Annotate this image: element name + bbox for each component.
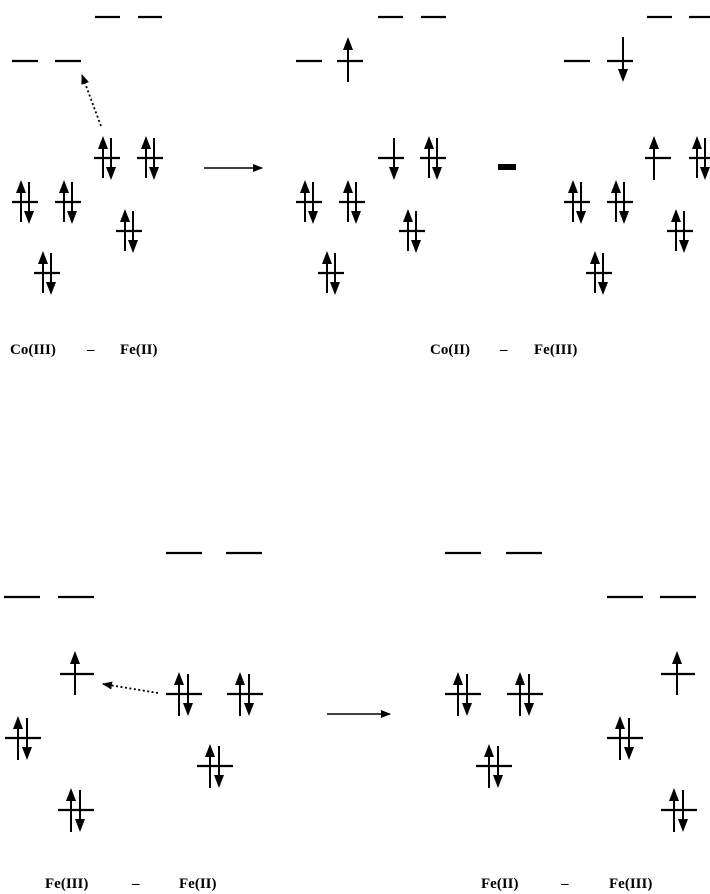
electron-transfer-dotted-arrow	[102, 681, 159, 694]
co3-fe2-reactant	[12, 15, 163, 295]
paired-electron-pair	[564, 180, 590, 224]
paired-electron-pair	[34, 251, 60, 295]
paired-electron-pair	[197, 744, 233, 788]
paired-electron-pair	[445, 672, 481, 716]
paired-electron-pair	[116, 209, 142, 253]
paired-electron-pair	[296, 180, 322, 224]
paired-electron-pair	[227, 672, 263, 716]
single-down-electron	[378, 138, 404, 180]
separator-dash	[498, 164, 516, 170]
label-product-right: Fe(III)	[534, 342, 577, 358]
paired-electron-pair	[5, 716, 41, 760]
paired-electron-pair	[399, 209, 425, 253]
paired-electron-pair	[420, 136, 446, 180]
bottom-diagram: Fe(III) – Fe(II) Fe(II) – Fe(III)	[4, 551, 697, 892]
paired-electron-pair	[476, 744, 512, 788]
electron-transfer-dotted-arrow	[81, 74, 102, 127]
label-reactant-sep: –	[86, 342, 95, 358]
paired-electron-pair	[507, 672, 543, 716]
label-reactant-left: Co(III)	[10, 342, 56, 358]
paired-electron-pair	[94, 136, 120, 180]
single-up-electron	[337, 37, 363, 82]
single-up-electron	[661, 651, 695, 695]
label-product-left: Co(II)	[430, 342, 470, 358]
paired-electron-pair	[586, 251, 612, 295]
single-down-electron	[607, 37, 633, 82]
paired-electron-pair	[661, 788, 697, 832]
label-reactant-sep: –	[131, 876, 140, 892]
paired-electron-pair	[607, 716, 643, 760]
paired-electron-pair	[667, 209, 693, 253]
top-diagram: Co(III) – Fe(II) Co(II) – Fe(III)	[10, 15, 710, 358]
paired-electron-pair	[607, 180, 633, 224]
paired-electron-pair	[58, 788, 94, 832]
co-eg-alt	[564, 37, 633, 82]
paired-electron-pair	[55, 180, 81, 224]
paired-electron-pair	[689, 136, 710, 180]
label-product-left: Fe(II)	[481, 876, 519, 892]
paired-electron-pair	[137, 136, 163, 180]
single-up-electron	[60, 651, 94, 695]
label-reactant-right: Fe(II)	[179, 876, 217, 892]
single-up-electron	[645, 136, 671, 180]
paired-electron-pair	[339, 180, 365, 224]
label-product-sep: –	[499, 342, 508, 358]
label-reactant-right: Fe(II)	[120, 342, 158, 358]
paired-electron-pair	[12, 180, 38, 224]
label-reactant-left: Fe(III)	[45, 876, 88, 892]
paired-electron-pair	[318, 251, 344, 295]
paired-electron-pair	[166, 672, 202, 716]
co2-fe3-product	[296, 15, 710, 295]
label-product-right: Fe(III)	[609, 876, 652, 892]
label-product-sep: –	[560, 876, 569, 892]
